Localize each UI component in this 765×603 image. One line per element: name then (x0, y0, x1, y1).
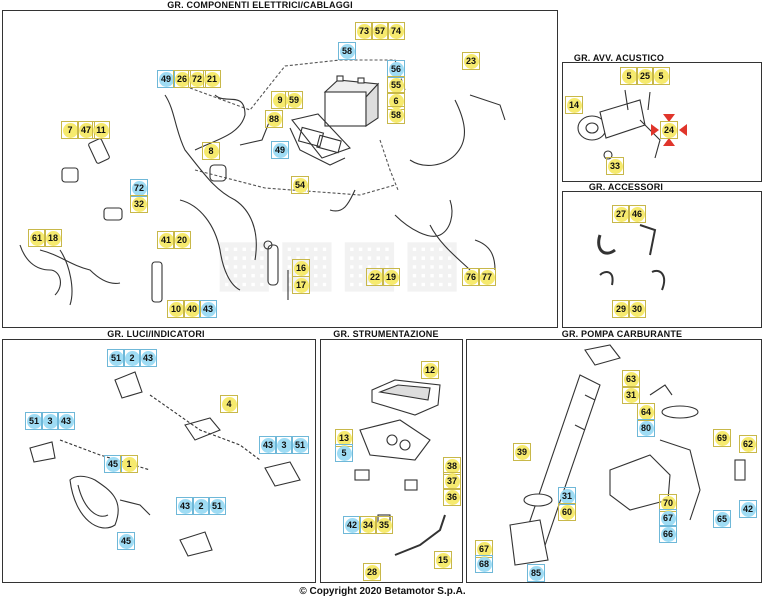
callout-32[interactable]: 32 (130, 195, 148, 213)
callout-33[interactable]: 33 (606, 157, 624, 175)
callout-88[interactable]: 88 (265, 110, 283, 128)
callout-36[interactable]: 36 (443, 488, 461, 506)
callout-2-a[interactable]: 2 (123, 349, 141, 367)
title-accessori: GR. ACCESSORI (588, 182, 664, 192)
callout-30[interactable]: 30 (628, 300, 646, 318)
callout-45-b[interactable]: 45 (117, 532, 135, 550)
callout-21[interactable]: 21 (203, 70, 221, 88)
callout-17[interactable]: 17 (292, 276, 310, 294)
battery-tray-drawing (289, 113, 351, 166)
callout-39[interactable]: 39 (513, 443, 531, 461)
dashboard-drawing (354, 379, 446, 556)
callout-47[interactable]: 47 (77, 121, 95, 139)
callout-66[interactable]: 66 (659, 525, 677, 543)
callout-58-b[interactable]: 58 (387, 106, 405, 124)
callout-43-a[interactable]: 43 (199, 300, 217, 318)
callout-62[interactable]: 62 (739, 435, 757, 453)
callout-28[interactable]: 28 (363, 563, 381, 581)
callout-43-c[interactable]: 43 (57, 412, 75, 430)
callout-14[interactable]: 14 (565, 96, 583, 114)
callout-51-d[interactable]: 51 (208, 497, 226, 515)
callout-51-c[interactable]: 51 (291, 436, 309, 454)
connectors-drawing (19, 138, 289, 306)
title-acustico: GR. AVV. ACUSTICO (573, 53, 665, 63)
callout-65[interactable]: 65 (713, 510, 731, 528)
callout-7[interactable]: 7 (61, 121, 79, 139)
title-strumentazione: GR. STRUMENTAZIONE (333, 329, 439, 339)
wire-harness-drawing (164, 94, 506, 291)
callout-43-b[interactable]: 43 (139, 349, 157, 367)
callout-60[interactable]: 60 (558, 503, 576, 521)
callout-4[interactable]: 4 (220, 395, 238, 413)
title-luci: GR. LUCI/INDICATORI (107, 329, 205, 339)
callout-67-b[interactable]: 67 (475, 540, 493, 558)
callout-16[interactable]: 16 (292, 259, 310, 277)
callout-18[interactable]: 18 (44, 229, 62, 247)
accessory-clamps-drawing (597, 224, 666, 291)
callout-40[interactable]: 40 (183, 300, 201, 318)
callout-58[interactable]: 58 (338, 42, 356, 60)
headlight-drawing (69, 475, 151, 529)
callout-12[interactable]: 12 (421, 361, 439, 379)
callout-77[interactable]: 77 (478, 268, 496, 286)
highlight-arrows (651, 114, 687, 146)
indicator-drawings (29, 371, 301, 557)
callout-15[interactable]: 15 (434, 551, 452, 569)
callout-5-horn-b[interactable]: 5 (652, 67, 670, 85)
callout-5-dash[interactable]: 5 (335, 444, 353, 462)
callout-1[interactable]: 1 (120, 455, 138, 473)
callout-74[interactable]: 74 (387, 22, 405, 40)
callout-46[interactable]: 46 (628, 205, 646, 223)
callout-31-a[interactable]: 31 (622, 386, 640, 404)
callout-35[interactable]: 35 (375, 516, 393, 534)
title-componenti: GR. COMPONENTI ELETTRICI/CABLAGGI (164, 0, 356, 10)
panel-accessori (562, 191, 762, 328)
horn-drawing (577, 89, 661, 160)
callout-8[interactable]: 8 (202, 142, 220, 160)
callout-85[interactable]: 85 (527, 564, 545, 582)
callout-11[interactable]: 11 (92, 121, 110, 139)
callout-68[interactable]: 68 (475, 555, 493, 573)
callout-37[interactable]: 37 (443, 472, 461, 490)
callout-2-b[interactable]: 2 (192, 497, 210, 515)
callout-42-b[interactable]: 42 (739, 500, 757, 518)
callout-59[interactable]: 59 (285, 91, 303, 109)
title-pompa: GR. POMPA CARBURANTE (561, 329, 683, 339)
fuel-pump-drawing (509, 344, 746, 566)
callout-69[interactable]: 69 (713, 429, 731, 447)
callout-54[interactable]: 54 (291, 176, 309, 194)
panel-luci (2, 339, 316, 583)
callout-24[interactable]: 24 (660, 121, 678, 139)
battery-drawing (323, 75, 380, 128)
callout-19[interactable]: 19 (382, 268, 400, 286)
callout-49-b[interactable]: 49 (271, 141, 289, 159)
callout-80[interactable]: 80 (637, 419, 655, 437)
callout-67-a[interactable]: 67 (659, 509, 677, 527)
callout-20[interactable]: 20 (173, 231, 191, 249)
callout-23[interactable]: 23 (462, 52, 480, 70)
callout-25[interactable]: 25 (636, 67, 654, 85)
copyright-footer: © Copyright 2020 Betamotor S.p.A. (299, 586, 466, 597)
